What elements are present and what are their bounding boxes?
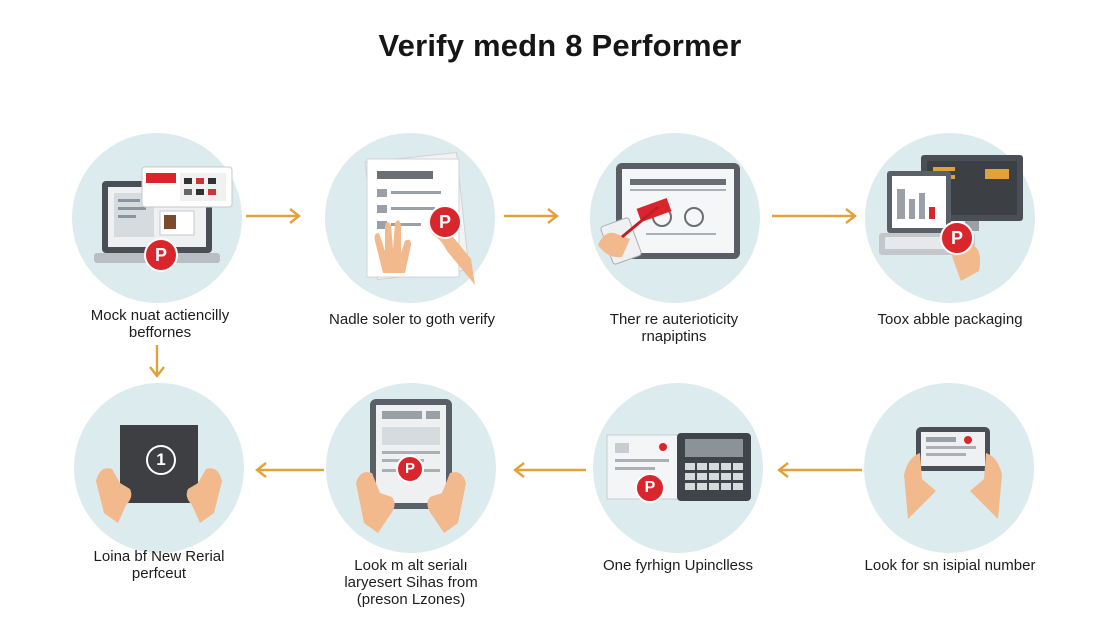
p-badge: P [396,455,424,483]
step-caption: Look for sn isipial number [840,557,1060,574]
step-2: P [325,133,495,303]
step-caption: Nadle soler to goth verify [302,311,522,328]
step-caption: One fyrhign Upinclless [568,557,788,574]
caption-line: Ther re auterioticity [609,311,739,328]
documents-icon [364,151,475,285]
caption-line: Look m alt serialı [354,557,468,574]
step-6: P [593,383,763,553]
computer-icon [879,155,1023,281]
p-badge: P [144,238,178,272]
arrow-6-to-7 [513,462,586,478]
arrow-7-to-8 [255,462,324,478]
step-caption: Ther re auterioticity rnapiptins [564,311,784,345]
caption-line: Look for sn isipial number [864,557,1036,574]
p-badge: P [635,473,665,503]
caption-line: One fyrhign Upinclless [602,557,754,574]
arrow-3-to-4 [772,208,857,224]
step-caption: Toox abble packaging [840,311,1060,328]
step-caption: Mock nuat actiencilly beffornes [50,307,270,341]
arrow-5-to-6 [777,462,862,478]
arrow-1-down [149,345,165,378]
arrow-2-to-3 [504,208,559,224]
step-8: 1 [74,383,244,553]
step-5 [864,383,1034,553]
caption-line: Nadle soler to goth verify [329,311,495,328]
laptop-icon [94,166,233,263]
caption-line: rnapiptins [641,328,707,345]
step-1: P [72,133,242,303]
step-caption: Look m alt serialı laryesert Sihas from … [301,557,521,608]
phone-icon [904,427,1002,519]
diagram-title: Verify medn 8 Performer [378,28,742,63]
arrow-1-to-2 [246,208,301,224]
tablet-icon [598,163,740,265]
caption-line: beffornes [128,324,192,341]
caption-line: perfceut [131,565,187,582]
step-3 [590,133,760,303]
caption-line: (preson Lzones) [356,591,466,608]
step-7: P [326,383,496,553]
tablet-hands-icon [356,399,466,533]
caption-line: laryesert Sihas from [344,574,478,591]
p-badge: P [940,221,974,255]
step-caption: Loina bf New Rerial perfceut [49,548,269,582]
caption-line: Loina bf New Rerial [93,548,225,565]
caption-line: Mock nuat actiencilly [90,307,230,324]
device-icon [606,433,751,501]
step-number: 1 [146,445,176,475]
caption-line: Toox abble packaging [877,311,1023,328]
step-4: P [865,133,1035,303]
p-badge: P [428,205,462,239]
